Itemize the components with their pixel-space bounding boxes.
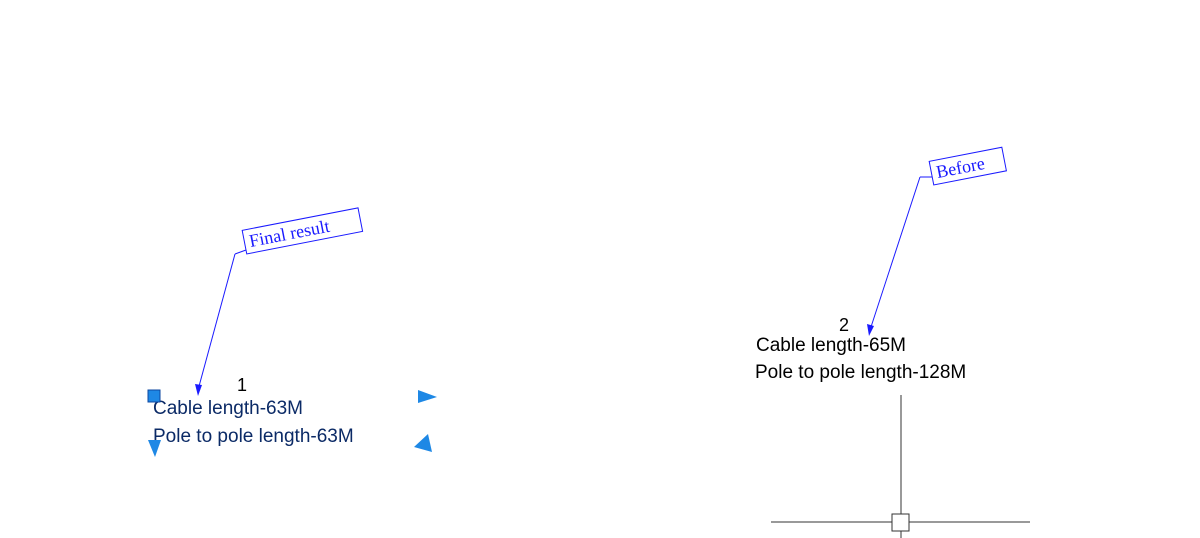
right-index-label: 2 xyxy=(839,315,849,335)
before-box xyxy=(928,146,1007,186)
grip-arrow-upleft-icon[interactable] xyxy=(414,434,432,452)
grip-arrow-right-icon[interactable] xyxy=(418,390,437,403)
final-result-leader-diagonal xyxy=(197,253,236,391)
crosshair-cursor-icon xyxy=(771,395,1030,538)
before-callout[interactable]: Before xyxy=(867,146,1007,336)
right-cable-length-text[interactable]: Cable length-65M xyxy=(756,335,906,356)
before-leader-diagonal xyxy=(869,176,921,331)
grip-arrow-down-icon[interactable] xyxy=(148,440,161,457)
left-mtext-selected[interactable]: 1 Cable length-63M Pole to pole length-6… xyxy=(147,375,437,457)
final-result-leader xyxy=(234,249,247,255)
before-arrowhead xyxy=(867,324,874,336)
right-mtext[interactable]: 2 Cable length-65M Pole to pole length-1… xyxy=(755,315,966,383)
pickbox-icon xyxy=(891,513,910,532)
before-label: Before xyxy=(934,153,986,182)
final-result-callout[interactable]: Final result xyxy=(195,207,364,396)
right-pole-length-text[interactable]: Pole to pole length-128M xyxy=(755,362,966,383)
final-result-arrowhead xyxy=(195,384,202,396)
grip-square-icon[interactable] xyxy=(147,389,161,403)
left-pole-length-text[interactable]: Pole to pole length-63M xyxy=(153,426,354,447)
left-cable-length-text[interactable]: Cable length-63M xyxy=(153,398,303,419)
final-result-box xyxy=(241,207,364,255)
left-index-label: 1 xyxy=(237,375,247,395)
